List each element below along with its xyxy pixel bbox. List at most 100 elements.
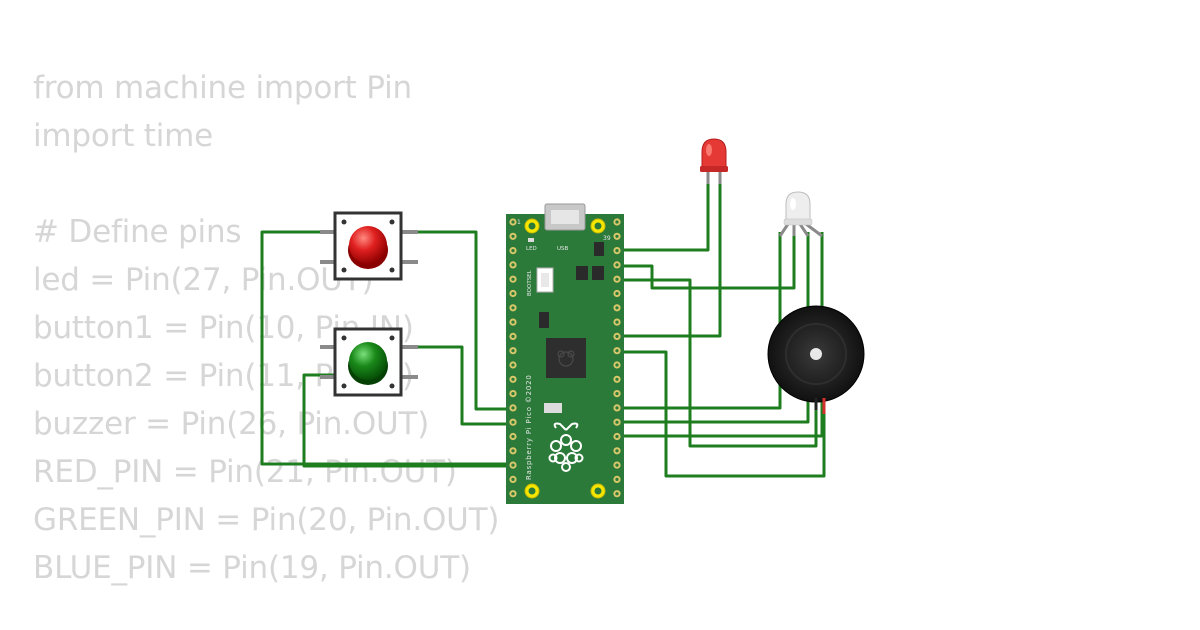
piezo-buzzer[interactable] [767, 305, 865, 414]
button-corner [389, 267, 395, 273]
header-pin-hole [615, 477, 619, 481]
header-pin-hole [511, 377, 515, 381]
wire-button1 [418, 230, 514, 411]
button-cap [349, 342, 387, 380]
led-label: LED [526, 246, 537, 252]
button-corner [341, 219, 347, 225]
mounting-hole [528, 487, 536, 495]
header-pin-hole [511, 477, 515, 481]
header-pin-hole [615, 320, 619, 324]
header-pin-hole [615, 277, 619, 281]
header-pin-hole [615, 392, 619, 396]
rgb-led[interactable] [778, 191, 823, 238]
header-pin-hole [511, 492, 515, 496]
header-pin-hole [615, 234, 619, 238]
mounting-hole [528, 222, 536, 230]
code-line: # Define pins [33, 214, 242, 250]
code-overlay: from machine import Pin import time # De… [33, 64, 500, 592]
header-pin-hole [511, 334, 515, 338]
wire-led-cathode [616, 180, 722, 338]
header-pin-hole [615, 420, 619, 424]
buzzer-hole [810, 348, 822, 360]
header-pin-hole [511, 392, 515, 396]
header-pin-hole [511, 420, 515, 424]
button-cap [349, 226, 387, 264]
header-pin-hole [615, 349, 619, 353]
test-pad [544, 403, 562, 413]
code-line: GREEN_PIN = Pin(20, Pin.OUT) [33, 502, 500, 538]
header-pin-hole [511, 363, 515, 367]
rgb-led-highlight [790, 198, 796, 210]
usb-label: USB [557, 246, 569, 252]
header-pin-hole [615, 377, 619, 381]
crystal-chip [592, 266, 604, 280]
buzzer-ring [785, 323, 847, 385]
buzzer-ring [797, 335, 835, 373]
bootsel-button-cap [541, 273, 549, 287]
board-name-label: Raspberry Pi Pico ©2020 [525, 374, 533, 480]
code-line: import time [33, 118, 214, 154]
header-pin-hole [511, 234, 515, 238]
wire-led-anode [616, 180, 710, 252]
button-corner [389, 219, 395, 225]
header-pin-hole [511, 320, 515, 324]
button-corner [389, 335, 395, 341]
header-pin-hole [615, 334, 619, 338]
raspberry-logo-chip-icon [557, 350, 575, 367]
header-pin-hole [511, 463, 515, 467]
wires [260, 180, 826, 478]
pin39-label: 39 [603, 235, 611, 242]
smd-component [539, 312, 549, 328]
wire-button1-gnd [260, 230, 514, 466]
wire-buzzer-neg [616, 350, 826, 478]
header-pin-hole [511, 449, 515, 453]
onboard-led [528, 238, 534, 242]
header-pin-hole [615, 449, 619, 453]
pin-header-left [509, 218, 517, 498]
green-push-button[interactable] [320, 327, 418, 397]
rgb-led-rim [783, 218, 813, 226]
header-pin-hole [511, 434, 515, 439]
rp2040-chip [546, 338, 586, 378]
header-pin-hole [511, 263, 515, 267]
button-corner [341, 267, 347, 273]
header-pin-hole [615, 406, 619, 410]
code-line: buzzer = Pin(26, Pin.OUT) [33, 406, 430, 442]
wire-rgb-green [616, 232, 810, 424]
header-pin-hole [511, 349, 515, 353]
code-line: from machine import Pin [33, 70, 412, 106]
button-corner [389, 383, 395, 389]
header-pin-hole [615, 434, 619, 439]
header-pin-hole [615, 463, 619, 467]
wire-buzzer-pos [616, 278, 818, 448]
regulator-chip [594, 242, 604, 256]
usb-connector-inner [551, 210, 579, 224]
header-pin-hole [615, 492, 619, 496]
wire-rgb-blue [616, 232, 824, 438]
led-highlight [706, 144, 712, 156]
header-pin-hole [615, 306, 619, 310]
code-line: BLUE_PIN = Pin(19, Pin.OUT) [33, 550, 471, 586]
wire-button2 [418, 345, 514, 426]
red-push-button[interactable] [320, 211, 418, 281]
header-pin-hole [615, 249, 619, 253]
raspberry-pi-pico[interactable]: 1 39 LED USB BOOTSEL Raspberry Pi Pico ©… [506, 203, 624, 504]
header-pin-hole [615, 220, 619, 224]
button-corner [341, 335, 347, 341]
pin-header-right [613, 218, 621, 498]
header-pin-hole [511, 277, 515, 281]
mounting-hole [594, 222, 602, 230]
header-pin-hole [511, 306, 515, 310]
raspberry-logo-icon [548, 422, 584, 472]
bootsel-label: BOOTSEL [527, 269, 533, 296]
header-pin-hole [615, 291, 619, 296]
header-pin-hole [511, 291, 515, 296]
red-led[interactable] [700, 138, 728, 184]
header-pin-hole [615, 363, 619, 367]
button-corner [341, 383, 347, 389]
led-dome [701, 138, 727, 171]
led-rim [700, 166, 728, 172]
mounting-hole [594, 487, 602, 495]
header-pin-hole [511, 249, 515, 253]
